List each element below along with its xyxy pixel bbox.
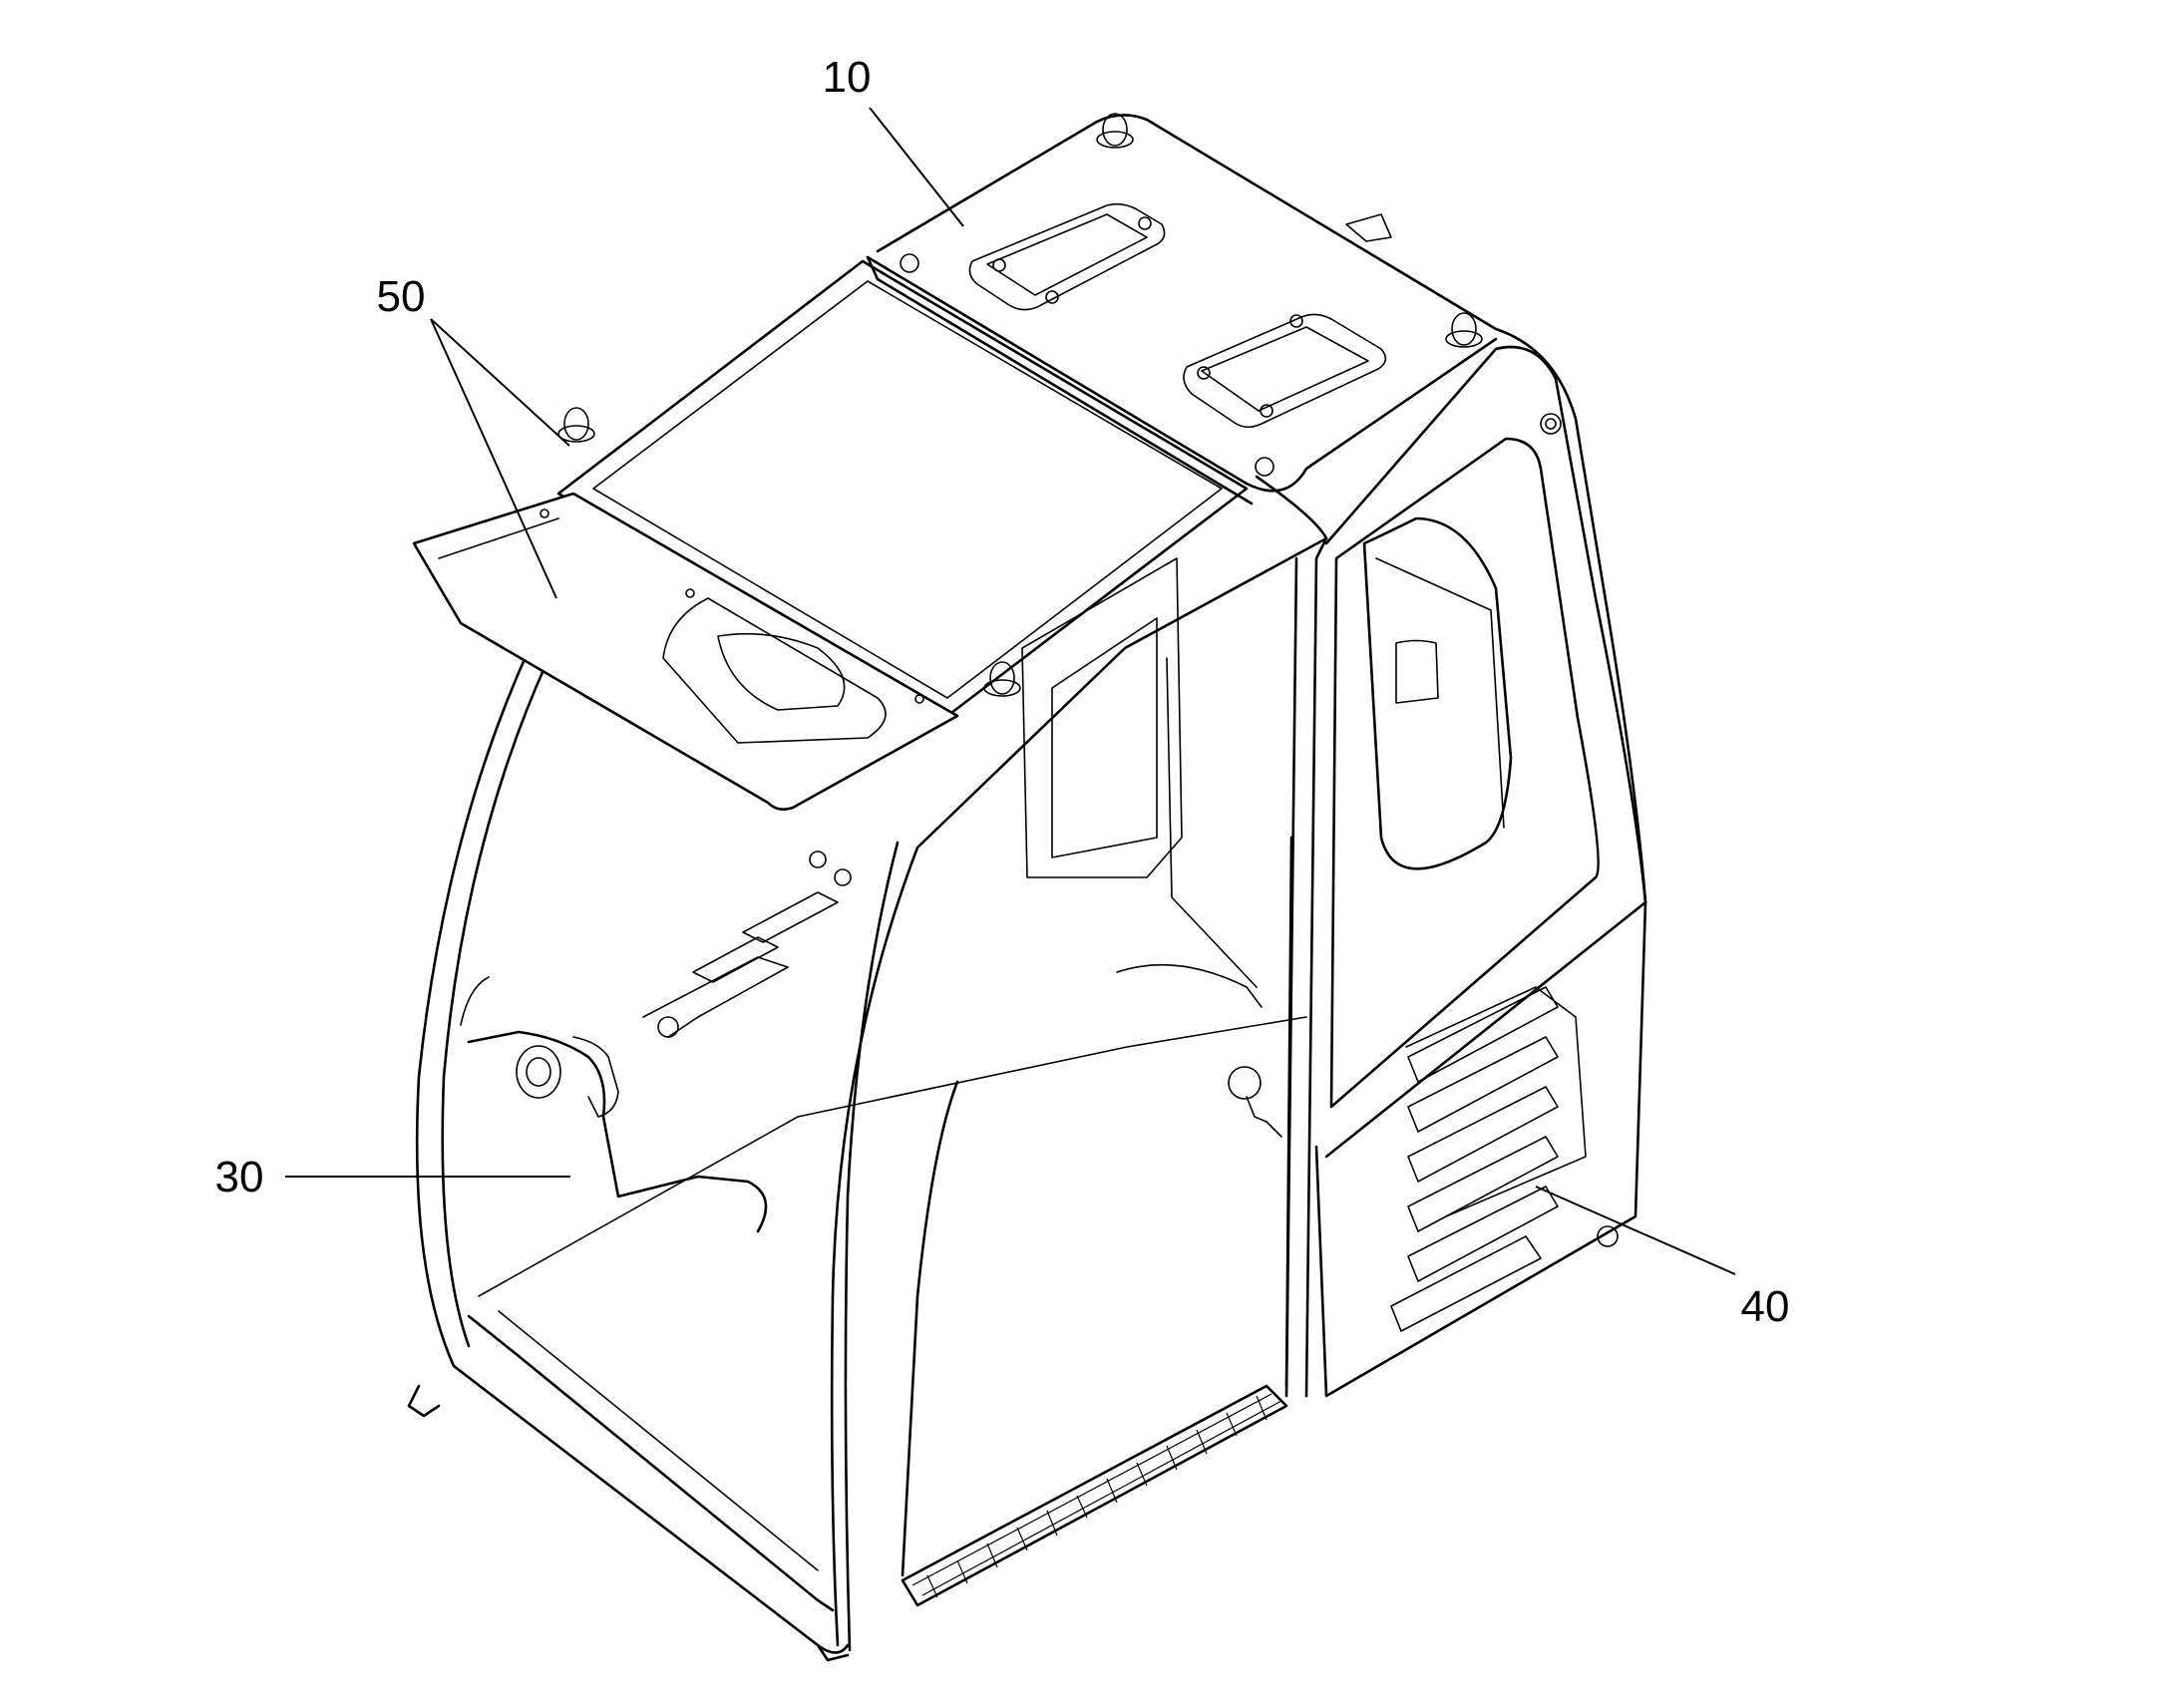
roof-front-edge (866, 255, 1498, 493)
door-opening (901, 836, 1293, 1577)
lifting-eye-3 (557, 407, 595, 443)
callout-40-label: 40 (1741, 1282, 1790, 1331)
callout-50: 50 (377, 272, 570, 599)
front-a-pillar (830, 475, 1328, 1647)
lifting-eye-4 (983, 661, 1021, 697)
roof-outline (876, 114, 1647, 904)
callout-50-label: 50 (377, 272, 426, 321)
door-step (901, 1384, 1288, 1607)
roof-hatch-1 (968, 202, 1166, 311)
callout-30: 30 (215, 1153, 570, 1201)
floor-edge (467, 1314, 835, 1612)
roof-hatch-2 (1183, 313, 1387, 429)
callout-40: 40 (1535, 1186, 1790, 1331)
right-window (1329, 437, 1600, 1109)
callout-10-label: 10 (823, 53, 872, 102)
right-side-panel (1314, 345, 1647, 1398)
callout-10: 10 (823, 53, 964, 227)
lifting-eye-2 (1445, 312, 1483, 348)
side-console (467, 1030, 768, 1233)
cab-frame (407, 113, 1647, 1662)
lifting-eye-1 (1096, 113, 1134, 149)
control-lever (1228, 1066, 1282, 1138)
side-vent (1390, 986, 1587, 1332)
sun-visor (412, 492, 959, 811)
rear-wall (1021, 557, 1183, 878)
callout-30-label: 30 (215, 1153, 264, 1201)
